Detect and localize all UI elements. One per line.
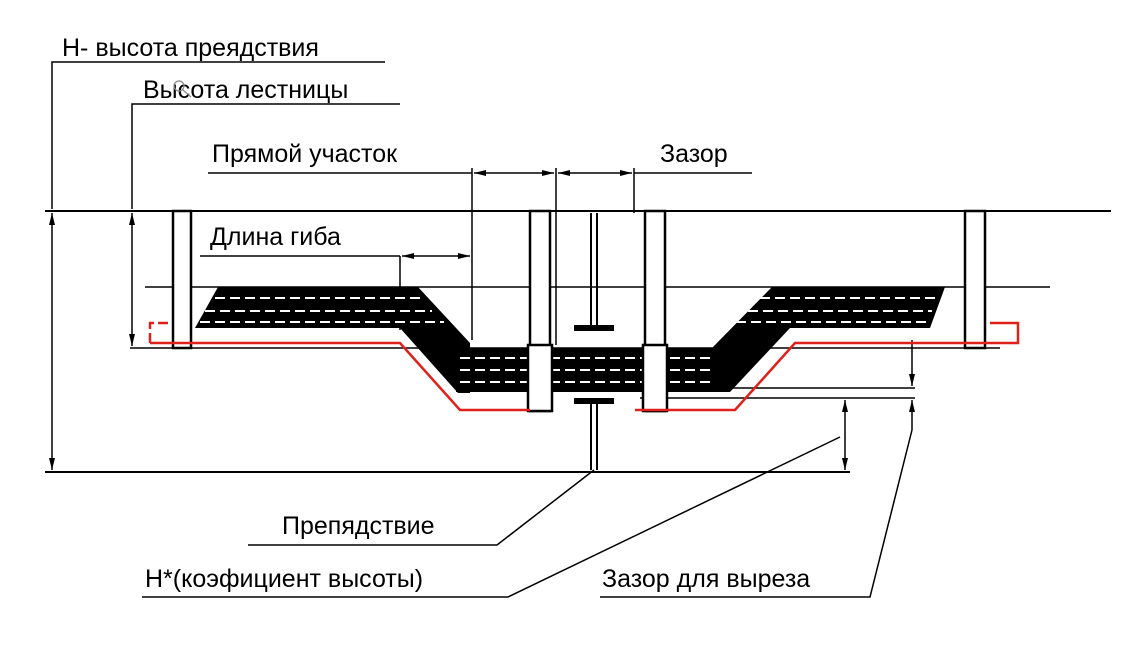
obstacle-leader bbox=[248, 469, 595, 546]
height-coefficient-leader bbox=[142, 436, 841, 598]
ladder-post-left bbox=[171, 209, 193, 350]
ladder-height-leader bbox=[131, 103, 400, 209]
label-gap: Зазор bbox=[660, 140, 728, 168]
label-ladder-height: Высота лестницы bbox=[143, 76, 348, 104]
label-obstacle: Препядствие bbox=[282, 512, 435, 540]
obstacle-height-leader bbox=[51, 61, 385, 209]
cutout-outline-left bbox=[148, 321, 172, 343]
label-obstacle-height: H- высота преядствия bbox=[62, 34, 319, 62]
label-bend-length: Длина гиба bbox=[210, 223, 341, 251]
label-cutout-gap: Зазор для выреза bbox=[602, 565, 810, 593]
cable-tray-bottom bbox=[456, 343, 730, 413]
cable-tray-right bbox=[712, 287, 945, 392]
cutout-outline-main-right bbox=[635, 321, 1020, 412]
cable-tray-left bbox=[195, 287, 470, 393]
ladder-post-right bbox=[963, 209, 987, 350]
mouse-cursor-icon bbox=[173, 80, 192, 98]
cutout-gap-leader bbox=[600, 429, 913, 598]
label-height-coefficient: H*(коэфициент высоты) bbox=[145, 565, 423, 593]
obstacle-shape bbox=[574, 213, 614, 470]
label-straight-section: Прямой участок bbox=[212, 140, 398, 168]
cutout-outline-main-left bbox=[150, 341, 530, 412]
